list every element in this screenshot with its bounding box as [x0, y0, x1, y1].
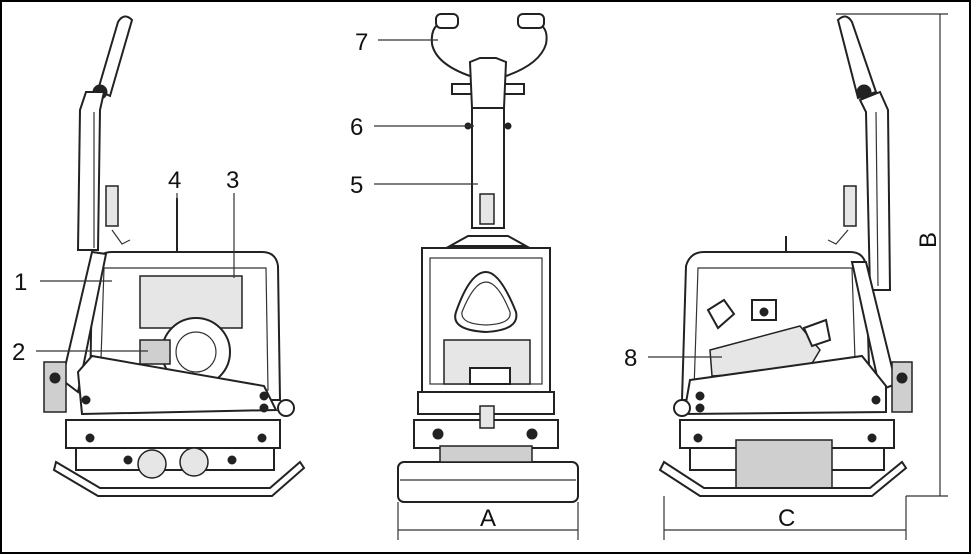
left-side-view: [43, 15, 306, 497]
callout-1: 1: [14, 269, 27, 296]
right-mast: [858, 90, 892, 291]
right-side-view: [658, 13, 948, 540]
dimension-a-label: A: [480, 505, 496, 532]
callout-2: 2: [12, 339, 25, 366]
left-handle-grip: [96, 15, 134, 98]
right-engine: [709, 325, 821, 377]
callout-3: 3: [226, 167, 239, 194]
right-base-plate: [658, 460, 908, 497]
callout-5: 5: [350, 172, 363, 199]
dimension-c-label: C: [778, 505, 795, 532]
callout-7: 7: [355, 29, 368, 56]
center-handle-right: [505, 21, 548, 77]
center-column: [471, 107, 505, 229]
center-base-plate: [397, 461, 579, 503]
center-rear-view: [397, 13, 579, 540]
left-mast: [76, 91, 106, 251]
callout-6: 6: [350, 114, 363, 141]
callout-8: 8: [624, 345, 637, 372]
callout-4: 4: [168, 167, 181, 194]
leader-lines: [36, 39, 722, 358]
right-handle-grip: [836, 15, 878, 100]
center-handle-left: [430, 21, 471, 77]
left-base-plate: [52, 460, 306, 497]
center-hatch: [454, 270, 518, 334]
dimension-b-label: B: [915, 232, 942, 248]
